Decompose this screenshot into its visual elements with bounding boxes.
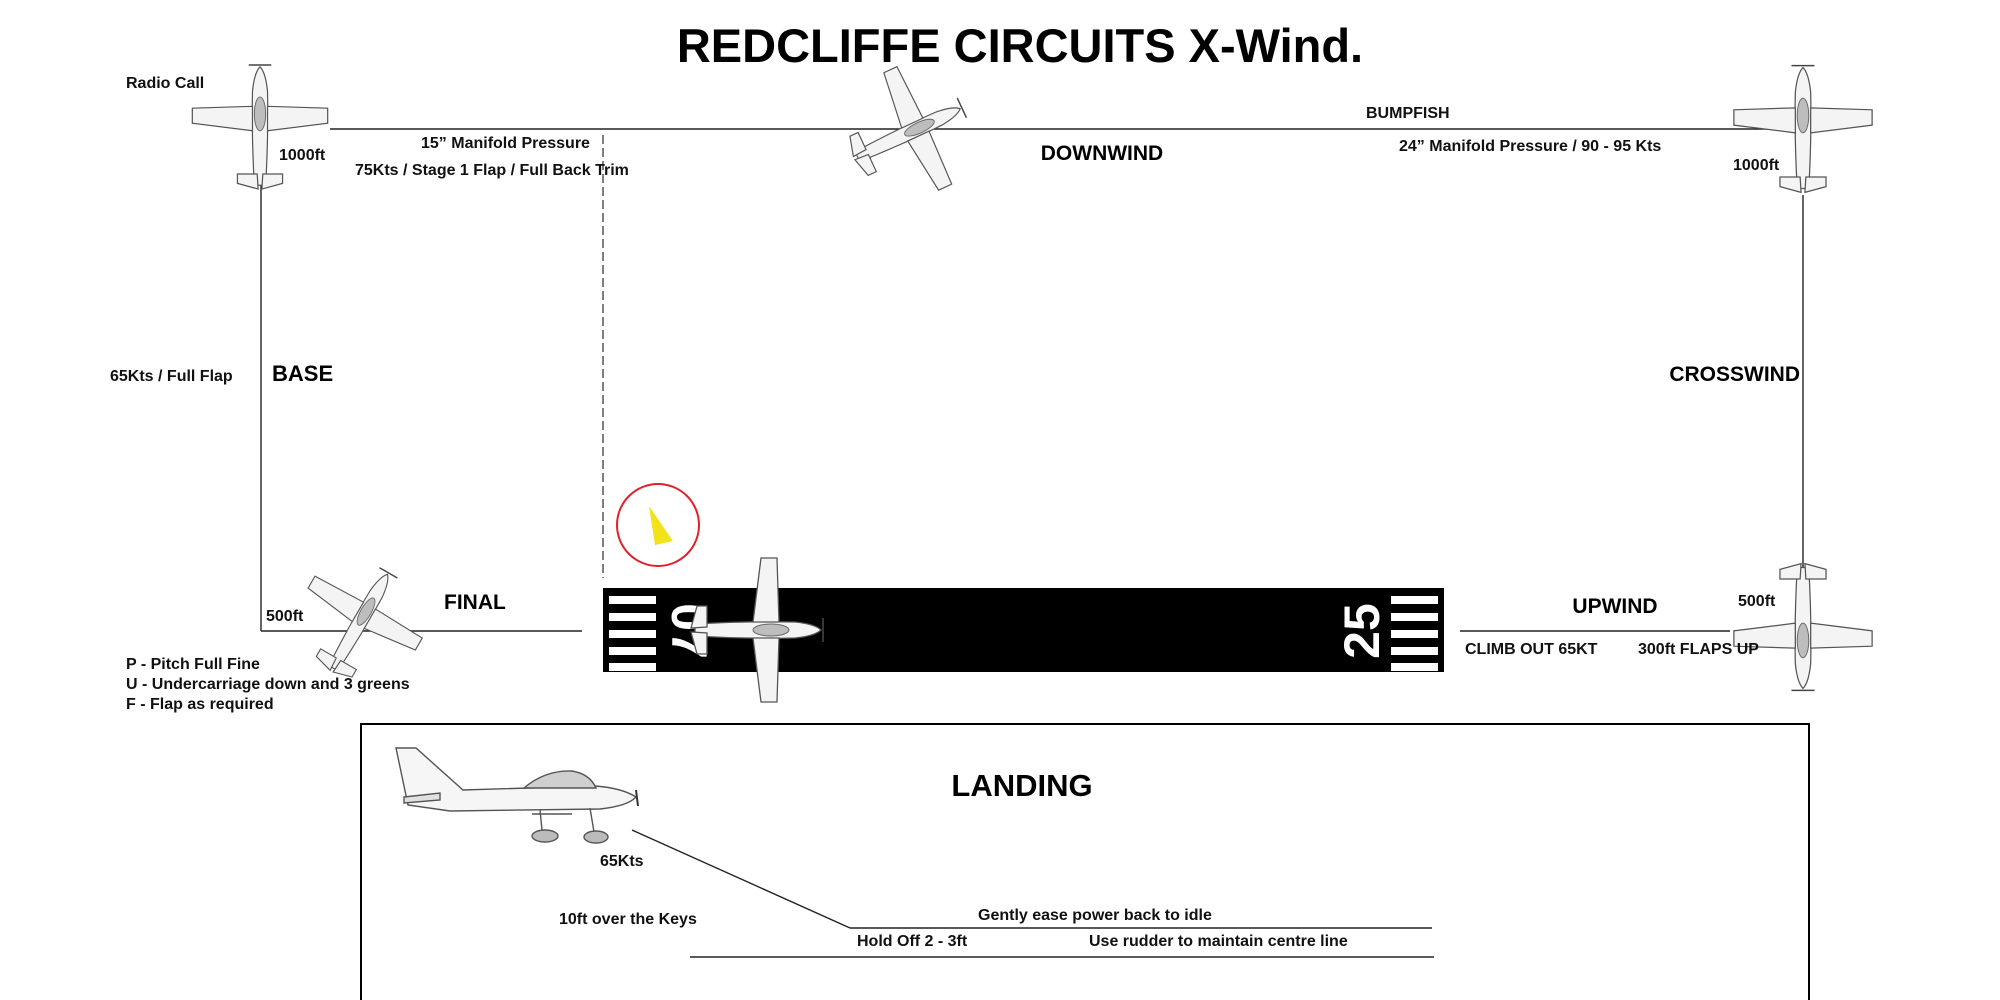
- leg-label-downwind: DOWNWIND: [1041, 142, 1163, 165]
- climb-out-note: CLIMB OUT 65KT: [1465, 641, 1598, 658]
- altitude-1000-left: 1000ft: [279, 147, 326, 164]
- flaps-up-note: 300ft FLAPS UP: [1638, 641, 1759, 658]
- wind-direction-icon: [616, 483, 700, 567]
- circuit-lines: [260, 128, 1804, 632]
- landing-hold-off: Hold Off 2 - 3ft: [857, 933, 968, 950]
- runway-threshold-left: [609, 596, 656, 671]
- leg-label-base: BASE: [272, 361, 333, 386]
- aircraft-topview-icon: [191, 64, 329, 190]
- landing-keys-note: 10ft over the Keys: [559, 911, 697, 928]
- altitude-500-left: 500ft: [266, 608, 304, 625]
- landing-panel: LANDING 65Kts 10ft over the Keys Gently …: [360, 723, 1810, 1000]
- manifold-15-note: 15” Manifold Pressure: [421, 135, 590, 152]
- leg-label-final: FINAL: [444, 591, 506, 614]
- aircraft-topview-icon: [1733, 562, 1873, 692]
- radio-call-note: Radio Call: [126, 75, 204, 92]
- landing-ease-power: Gently ease power back to idle: [978, 907, 1212, 924]
- bumpfish-note: BUMPFISH: [1366, 105, 1450, 122]
- altitude-500-right: 500ft: [1738, 593, 1776, 610]
- landing-title: LANDING: [951, 768, 1092, 803]
- page-title: REDCLIFFE CIRCUITS X-Wind.: [677, 19, 1363, 72]
- runway-number-25: 25: [1334, 603, 1390, 659]
- landing-speed: 65Kts: [600, 853, 644, 870]
- manifold-24-note: 24” Manifold Pressure / 90 - 95 Kts: [1399, 138, 1661, 155]
- list-item: U - Undercarriage down and 3 greens: [126, 676, 410, 693]
- leg-label-upwind: UPWIND: [1572, 595, 1657, 618]
- list-item: F - Flap as required: [126, 696, 274, 713]
- aircraft-side-icon: [395, 747, 639, 844]
- aircraft-topview-icon: [826, 48, 990, 218]
- landing-rudder: Use rudder to maintain centre line: [1089, 933, 1348, 950]
- puf-checklist: P - Pitch Full Fine U - Undercarriage do…: [126, 656, 410, 713]
- list-item: P - Pitch Full Fine: [126, 656, 260, 673]
- approach-slope-line: [631, 829, 851, 929]
- altitude-1000-right: 1000ft: [1733, 157, 1780, 174]
- leg-label-crosswind: CROSSWIND: [1669, 363, 1800, 386]
- base-speed-note: 65Kts / Full Flap: [110, 368, 233, 385]
- runway-threshold-right: [1391, 596, 1438, 671]
- aircraft-topview-icon: [690, 557, 824, 703]
- stage1-flap-note: 75Kts / Stage 1 Flap / Full Back Trim: [355, 162, 629, 179]
